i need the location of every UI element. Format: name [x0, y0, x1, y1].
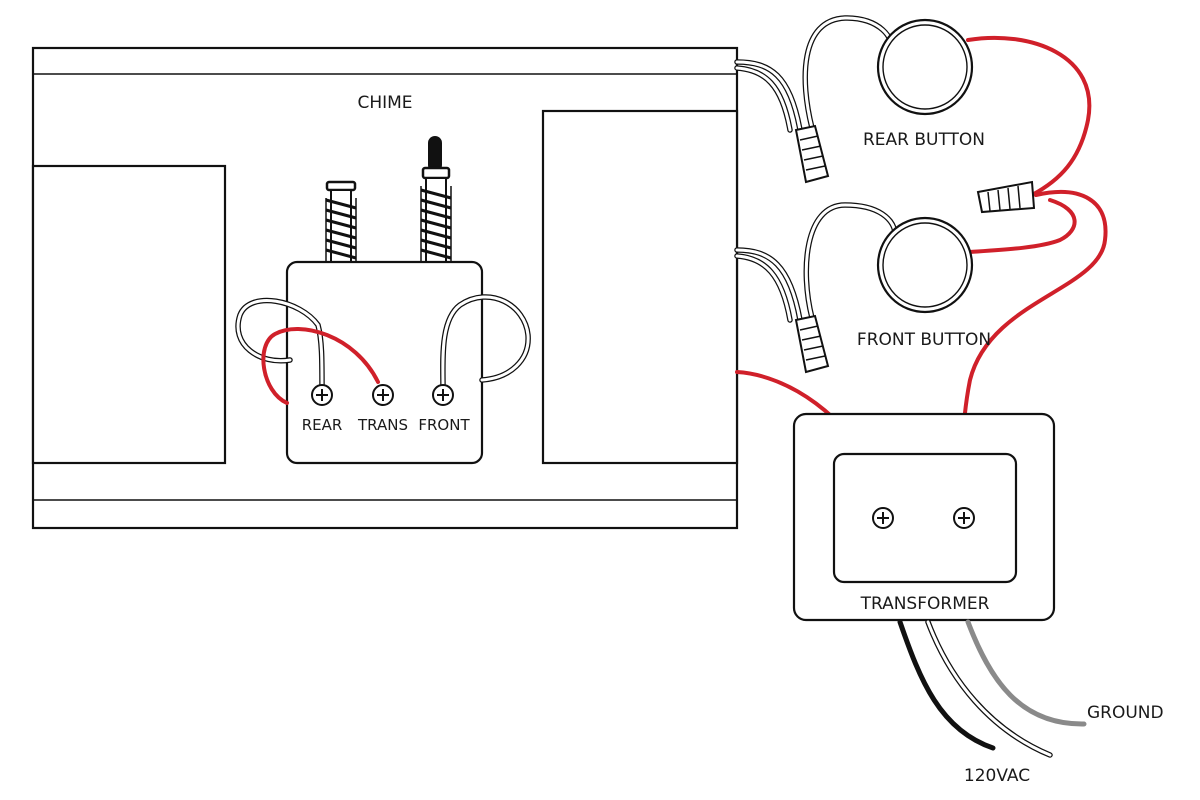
rear-plunger-icon [325, 180, 357, 263]
hot-lead [897, 619, 996, 751]
rear-button: REAR BUTTON [863, 18, 985, 150]
chime-terminal-block: REAR TRANS FRONT [235, 260, 531, 465]
rear-button-wiring [734, 15, 894, 184]
trans-jumper-wire [261, 326, 380, 405]
front-button-wiring [734, 202, 898, 374]
ground-lead [965, 619, 1087, 727]
terminal-screw-icon [311, 384, 333, 406]
terminal-screw-icon [372, 384, 394, 406]
chime-left-tone-bar [31, 164, 227, 465]
wire-nut-icon [976, 180, 1036, 214]
push-button-icon [876, 18, 974, 116]
transformer-terminal-plate [832, 452, 1018, 584]
terminal-screw-icon [872, 507, 894, 529]
front-button-label: FRONT BUTTON [857, 330, 991, 350]
terminal-label-trans: TRANS [357, 416, 408, 434]
mains-label: 120VAC [964, 766, 1030, 786]
chime-right-tone-bar [541, 109, 739, 465]
terminal-label-rear: REAR [302, 416, 343, 434]
wire-nut-icon [794, 124, 830, 184]
chime-title: CHIME [357, 93, 412, 113]
ground-label: GROUND [1087, 703, 1164, 723]
rear-button-label: REAR BUTTON [863, 130, 985, 150]
terminal-screw-icon [432, 384, 454, 406]
supply-leads: GROUND 120VAC [897, 619, 1164, 786]
rear-button-red-lead [966, 35, 1092, 197]
neutral-lead [925, 619, 1053, 758]
wire-nut-icon [794, 314, 830, 374]
push-button-icon [876, 216, 974, 314]
terminal-screw-icon [953, 507, 975, 529]
front-button: FRONT BUTTON [857, 216, 991, 350]
front-button-red-lead [968, 198, 1077, 254]
transformer-label: TRANSFORMER [860, 594, 990, 614]
front-plunger-icon [420, 136, 452, 263]
transformer: TRANSFORMER [792, 412, 1056, 622]
terminal-label-front: FRONT [418, 416, 470, 434]
